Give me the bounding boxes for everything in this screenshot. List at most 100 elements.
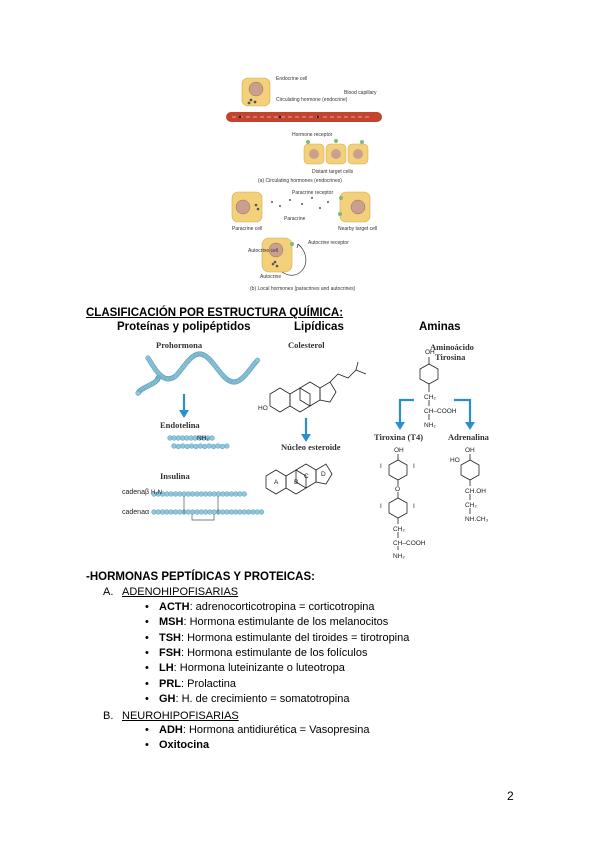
amino-acid-bead	[185, 491, 192, 497]
tyrosine-ch-cooh: CH–COOH	[424, 408, 457, 415]
amino-acid-bead	[211, 509, 217, 515]
amino-acid-bead	[135, 390, 141, 396]
amino-acid-bead	[190, 509, 196, 515]
hormone-desc: : adrenocorticotropina = corticotropina	[189, 601, 375, 613]
arrow-to-adrenaline	[454, 398, 472, 424]
prohormona-label: Prohormona	[156, 340, 203, 350]
amino-acid-bead	[206, 443, 212, 449]
amino-acid-bead	[254, 509, 260, 515]
amino-acid-bead	[190, 491, 196, 497]
amino-acid-bead	[198, 491, 204, 497]
caption-a: (a) Circulating hormones (endocrines)	[258, 178, 342, 184]
chemical-structure-figure: Prohormona Endotelina NH₂ Insulina caden…	[122, 340, 490, 560]
hormone-list-item: •Oxitocina	[145, 739, 209, 751]
distant-target-cells	[303, 139, 369, 165]
adr-oh2: HO	[450, 457, 460, 464]
hormone-abbr: LH	[159, 662, 174, 675]
t4-i4: I	[413, 503, 415, 510]
autocrine-cell-label: Autocrine cell	[248, 248, 278, 254]
t4-oh: OH	[394, 447, 404, 454]
t4-i2: I	[413, 463, 415, 470]
amino-acid-bead	[258, 509, 265, 515]
amino-acid-bead	[194, 491, 200, 497]
tyrosine-oh: OH	[425, 349, 435, 356]
hormone-abbr: FSH	[159, 646, 181, 659]
insulina-label: Insulina	[160, 471, 191, 481]
bullet: •	[145, 601, 149, 613]
amino-acid-bead	[159, 509, 166, 515]
amino-acid-bead	[250, 509, 256, 515]
amino-acid-bead	[164, 509, 170, 515]
hormone-signaling-figure: Endocrine cell Circulating hormone (endo…	[226, 76, 382, 292]
page-number: 2	[507, 789, 514, 803]
autocrine-label: Autocrine	[260, 274, 281, 280]
h2n-label: H₂N	[151, 490, 162, 496]
amino-acid-bead	[224, 509, 230, 515]
distant-target-label: Distant target cells	[312, 169, 354, 175]
bullet: •	[145, 739, 149, 752]
endotelina-label: Endotelina	[160, 420, 200, 430]
t4-nh2: NH₂	[393, 553, 405, 560]
bullet: •	[145, 662, 149, 675]
amino-acid-bead	[188, 443, 195, 449]
prohormone-chain	[135, 351, 261, 396]
amino-acid-bead	[202, 509, 209, 515]
t4-ch2: CH₂	[393, 526, 405, 533]
adr-nhch3: NH.CH₃	[465, 516, 489, 523]
amino-acid-bead	[228, 509, 235, 515]
amino-acid-bead	[241, 509, 247, 515]
endothelin-nh2: NH₂	[197, 435, 209, 442]
amino-acid-bead	[233, 509, 239, 515]
caption-b: (b) Local hormones (paracrines and autoc…	[250, 286, 356, 292]
amino-acid-bead	[219, 443, 226, 450]
amino-acid-bead	[184, 443, 190, 450]
ring-a: A	[274, 479, 279, 486]
steroid-nucleus	[265, 463, 333, 495]
amino-acid-bead	[175, 443, 182, 450]
amino-acid-bead	[207, 509, 213, 515]
amino-acid-bead	[202, 443, 208, 450]
amino-acid-bead	[254, 357, 261, 363]
adr-ch2: CH₂	[465, 502, 477, 509]
amino-acid-bead	[209, 435, 215, 441]
amino-acid-bead	[151, 509, 157, 515]
amino-acid-bead	[197, 443, 204, 449]
amino-acid-bead	[198, 509, 204, 515]
paracrine-cell-label: Paracrine cell	[232, 226, 262, 232]
hormone-abbr: ACTH	[159, 601, 190, 613]
tyrosine-nh2: NH₂	[424, 422, 436, 429]
cadena-alpha: cadenaα	[122, 509, 149, 516]
ring-d: D	[321, 471, 326, 478]
t4-i1: I	[380, 463, 382, 470]
bullet: •	[145, 692, 149, 705]
amino-acid-bead	[211, 491, 217, 497]
nucleo-esteroide-label: Núcleo esteroide	[281, 442, 341, 452]
amino-acid-bead	[237, 509, 243, 515]
cholesterol-ho: HO	[258, 405, 268, 412]
amino-acid-bead	[220, 509, 226, 515]
amino-acid-bead	[155, 509, 161, 515]
amino-acid-bead	[180, 443, 186, 449]
hormone-desc: : Hormona estimulante del tiroides = tir…	[181, 631, 410, 644]
hormone-list-item: •MSH: Hormona estimulante de los melanoc…	[145, 616, 388, 628]
adr-oh1: OH	[465, 447, 475, 454]
amino-acid-bead	[202, 491, 209, 497]
autocrine-receptor-label: Autocrine receptor	[308, 240, 349, 246]
amino-acid-bead	[215, 491, 222, 497]
circulating-hormone-label: Circulating hormone (endocrine)	[276, 97, 348, 103]
amino-acid-bead	[194, 509, 200, 515]
hormone-list-item: •TSH: Hormona estimulante del tiroides =…	[145, 632, 409, 644]
bullet: •	[145, 677, 149, 690]
col-lipids-heading: Lipídicas	[294, 321, 344, 333]
hormone-abbr: ADH	[159, 724, 183, 736]
amino-acid-bead	[241, 491, 247, 497]
tyrosine-structure	[419, 357, 439, 420]
cadena-beta: cadenaβ	[122, 489, 149, 496]
cholesterol-structure	[269, 361, 367, 413]
group-b-heading: B.NEUROHIPOFISARIAS	[103, 710, 239, 722]
adrenalina-label: Adrenalina	[448, 432, 490, 442]
blood-capillary-label: Blood capillary	[344, 90, 377, 96]
hormone-desc: : Hormona antidiurética = Vasopresina	[182, 724, 370, 736]
hormone-desc: : Hormona estimulante de los melanocitos	[183, 616, 389, 629]
col-proteins-heading: Proteínas y polipéptidos	[117, 321, 251, 333]
